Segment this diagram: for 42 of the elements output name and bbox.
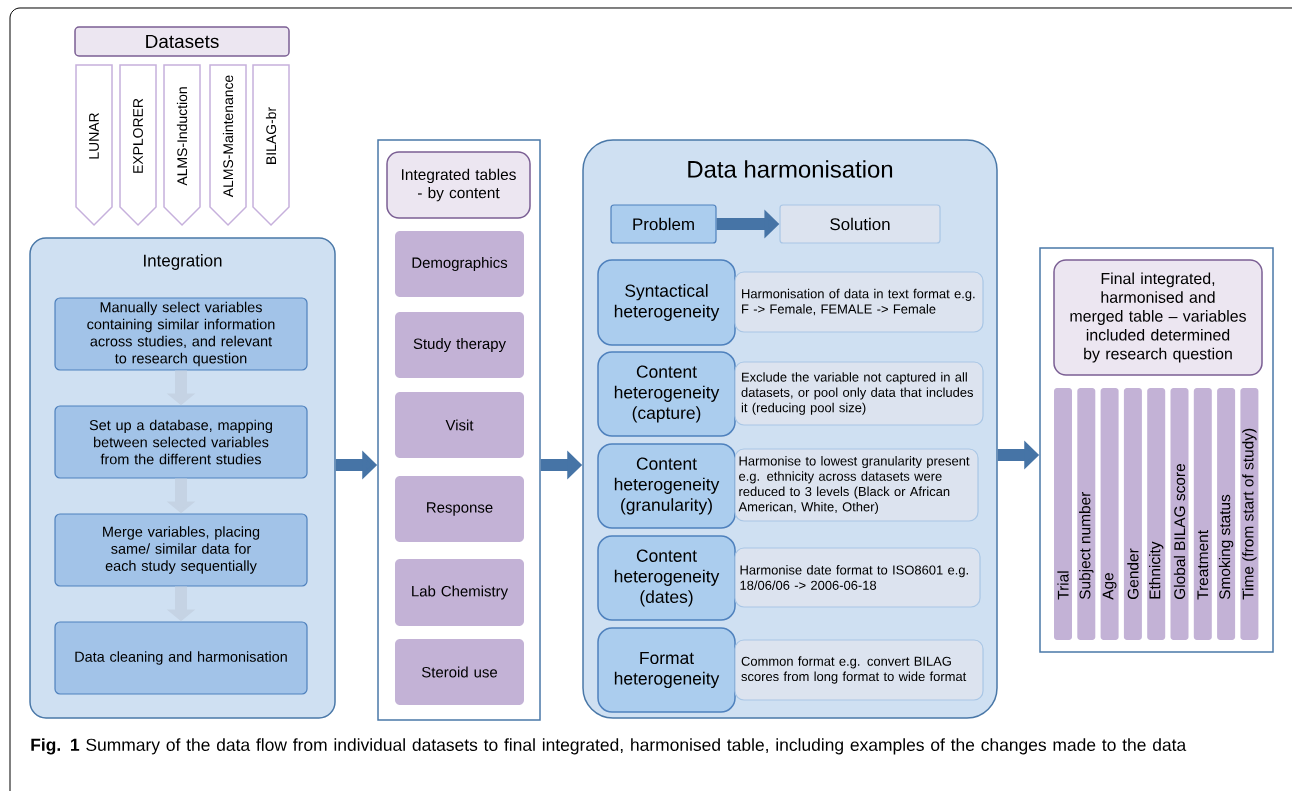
table-panel (1039, 247, 1274, 653)
dataset-tab: ALMS-Maintenance (209, 64, 247, 227)
problem-box: Content heterogeneity (capture) (597, 351, 736, 437)
solution-box: Solution (779, 204, 941, 244)
variable-column: Time (from start of study) (1240, 388, 1259, 640)
process-box: Set up a database, mapping between selected variables from the different studies (54, 405, 308, 479)
problem-box: Format heterogeneity (597, 627, 736, 713)
dataset-tab: BILAG-br (252, 64, 290, 227)
table-box: Steroid use (395, 639, 524, 705)
dataset-header: Datasets (74, 26, 290, 57)
variable-column: Smoking status (1217, 388, 1236, 640)
dataset-tab: EXPLORER (119, 64, 157, 227)
table-header: Integrated tables - by content (386, 151, 531, 219)
table-box: Lab Chemistry (395, 559, 524, 626)
dataset-tab: LUNAR (75, 64, 113, 227)
variable-column: Age (1100, 388, 1119, 640)
table-box: Demographics (395, 231, 524, 297)
process-box: Merge variables, placing same/ similar data for each study sequentially (54, 513, 308, 587)
variable-column: Treatment (1193, 388, 1212, 640)
problem-box: Syntactical heterogeneity (597, 259, 736, 346)
variable-column: Ethnicity (1147, 388, 1166, 640)
problem-box: Content heterogeneity (dates) (597, 535, 736, 621)
process-box: Data cleaning and harmonisation (54, 621, 308, 695)
process-box: Manually select variables containing similar information across studies, and relevant to research question (54, 297, 308, 371)
table-box: Visit (395, 392, 524, 458)
variable-column: Gender (1123, 388, 1142, 640)
variable-column: Trial (1054, 388, 1072, 640)
table-header: Final integrated, harmonised and merged table – variables included determined by research question (1053, 259, 1263, 376)
table-panel (377, 139, 541, 721)
caption: Fig. 1 Summary of the data flow from individual datasets to final integrated, harmonised table, including examples of the changes made to the data (31, 738, 1187, 755)
problem-box: Problem (610, 204, 717, 244)
solution-box: Common format e.g. convert BILAG scores from long format to wide format (734, 639, 984, 701)
solution-box: Harmonise date format to ISO8601 e.g. 18/06/06 -> 2006-06-18 (734, 547, 981, 608)
variable-column: Subject number (1077, 388, 1096, 640)
variable-column: Global BILAG score (1170, 388, 1189, 640)
solution-box: Exclude the variable not captured in all datasets, or pool only data that includes it (reducing pool size) (734, 361, 984, 426)
table-box: Response (395, 476, 524, 542)
problem-box: Content heterogeneity (granularity) (597, 443, 736, 529)
solution-box: Harmonise to lowest granularity present e.g. ethnicity across datasets were reduced to 3 levels (Black or African American, White, Other) (734, 448, 979, 522)
dataset-tab: ALMS-Induction (163, 64, 201, 227)
table-box: Study therapy (395, 312, 524, 378)
solution-box: Harmonisation of data in text format e.g. F -> Female, FEMALE -> Female (734, 271, 984, 333)
